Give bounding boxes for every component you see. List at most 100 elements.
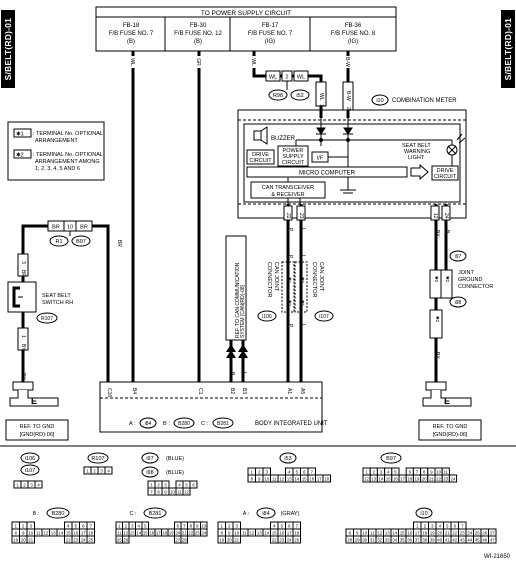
wire-4-pin: 2: [345, 107, 351, 110]
conn-b280-pin: 22: [66, 538, 71, 543]
conn-b280-prefix: B :: [33, 511, 40, 517]
conn-i10-pin: 9: [356, 531, 359, 536]
conn-b280-pin: 18: [88, 531, 93, 536]
conn-i97-note: (BLUE): [166, 456, 184, 462]
conn-b281-pin: 12: [123, 531, 128, 536]
note-1-line-1: : TERMINAL No. OPTIONAL: [33, 131, 103, 137]
fuse-2-supply: (B): [194, 39, 202, 45]
can-pin-22: 22: [285, 213, 291, 219]
conn-i106-pin: 1: [16, 483, 19, 488]
combination-meter: i10 COMBINATION METER BUZZER DRIVE CIRCU…: [237, 94, 467, 219]
ref-can-wire-l: L: [241, 372, 247, 375]
conn-i84-pin: 18: [294, 531, 299, 536]
conn-i84-pin: 9: [228, 531, 231, 536]
callout-i98: i98: [455, 300, 462, 306]
fuse-4-supply: (IG): [348, 39, 358, 45]
conn-i53-pin: 18: [324, 477, 329, 482]
joint-pin-k1-c: ✱1: [287, 300, 292, 307]
conn-b97-pin: 21: [429, 477, 434, 482]
conn-i84-pin: 19: [219, 538, 224, 543]
can-wire-p-3: P: [287, 324, 293, 328]
swl-l2: WARNING: [404, 149, 430, 155]
conn-i106-label: i106: [25, 456, 35, 462]
conn-b280-pin: 19: [13, 538, 18, 543]
conn-i97-pin: 3: [164, 483, 167, 488]
conn-i53-pin: 3: [266, 470, 269, 475]
joint-ground: 12 24 BY B i97 ✱2 ✱2 JOINT GROUND CONNEC…: [429, 204, 493, 382]
conn-i106-pin: 4: [37, 483, 40, 488]
can-joint-2-l2: CONNECTOR: [311, 262, 317, 297]
conn-i10-pin: 30: [362, 538, 367, 543]
conn-i97-pin: 5: [185, 483, 188, 488]
conn-b280-pin: 3: [30, 524, 33, 529]
fuse-1-name: F/B FUSE NO. 7: [109, 31, 154, 37]
interface-label: I/F: [317, 156, 324, 162]
conn-b97-pin: 23: [443, 477, 448, 482]
conn-b280-pin: 17: [81, 531, 86, 536]
note-2-line-1: : TERMINAL No. OPTIONAL: [33, 152, 103, 158]
conn-i10-label: i10: [420, 511, 427, 517]
conn-i10-pin: 16: [407, 531, 412, 536]
wire-3-pin-a: 2: [285, 75, 288, 81]
conn-i10-pin: 21: [445, 531, 450, 536]
conn-i53-pin: 7: [311, 470, 314, 475]
conn-i10-pin: 7: [461, 524, 464, 529]
conn-b280-pin: 24: [81, 538, 86, 543]
conn-i10-pin: 18: [422, 531, 427, 536]
conn-i10-pin: 25: [475, 531, 480, 536]
drive-circuit-1-l2: CIRCUIT: [249, 158, 272, 164]
conn-i84-pin: 3: [236, 524, 239, 529]
conn-i97-pin: 4: [178, 483, 181, 488]
conn-r107-label: R107: [91, 456, 104, 462]
conn-i84-note: (GRAY): [281, 511, 300, 517]
conn-i10-pin: 43: [460, 538, 465, 543]
callout-i84: i84: [145, 421, 152, 427]
conn-i10-pin: 8: [349, 531, 352, 536]
conn-b281-pin: 7: [183, 524, 186, 529]
conn-i53-pin: 9: [258, 477, 261, 482]
conn-b280-pin: 8: [15, 531, 18, 536]
biu-c-prefix: C :: [201, 421, 209, 427]
conn-b281-pin: 4: [138, 524, 141, 529]
biu-a-prefix: A :: [129, 421, 136, 427]
joint-pin-k1-b: ✱1: [300, 277, 305, 284]
ref-gnd-right-l1: REF. TO GND: [433, 424, 468, 430]
conn-b280-pin: 4: [67, 524, 70, 529]
ref-can-wire-b: B: [229, 372, 235, 376]
switch-pin-1: 1: [20, 335, 26, 338]
wire-3-color-b: WL: [269, 75, 277, 81]
conn-b280-pin: 2: [22, 524, 25, 529]
conn-b281-cell: [122, 535, 130, 544]
conn-i10-pin: 37: [415, 538, 420, 543]
can-wires: 22 23 P L ✱1 ✱1 ✱1 ✱1 P L P L CAN JOINT …: [257, 204, 334, 382]
conn-r107-pin: 2: [93, 469, 96, 474]
conn-b280-label: B280: [52, 511, 65, 517]
conn-i10-pin: 23: [460, 531, 465, 536]
conn-i53-pin: 11: [272, 477, 277, 482]
note-2-line-3: 1, 2, 3, 4, 5 AND 6: [35, 166, 80, 172]
conn-i97-pin: 12: [184, 490, 189, 495]
conn-i53-pin: 17: [317, 477, 322, 482]
conn-b280-pin: 6: [82, 524, 85, 529]
conn-i10-pin: 24: [467, 531, 472, 536]
biu-pin-c16: C16: [106, 388, 112, 397]
body-integrated-unit: C16 B4 C1 B2 B3 A1 A5 A : B : C : i84 B2…: [99, 381, 328, 433]
conn-b281-pin: 19: [169, 531, 174, 536]
conn-i97-pin: 7: [150, 490, 153, 495]
conn-b97-pin: 24: [451, 477, 456, 482]
conn-i97-pin: 2: [157, 483, 160, 488]
conn-b280-pin: 7: [90, 524, 93, 529]
conn-b97-pin: 22: [436, 477, 441, 482]
wire-fuse-4: B-W B-W 2: [342, 51, 354, 118]
callout-r98: R98: [273, 93, 283, 99]
conn-b281-pin: 8: [190, 524, 193, 529]
conn-b280-pin: 16: [73, 531, 78, 536]
conn-b281-pin: 24: [201, 531, 206, 536]
psu-l1: POWER: [283, 148, 304, 154]
conn-b281-cell: [180, 535, 188, 544]
conn-b280-pin: 9: [22, 531, 25, 536]
jg-pin-k2-c: ✱2: [435, 316, 440, 323]
micro-computer-label: MICRO COMPUTER: [299, 171, 356, 177]
conn-b97-pin: 18: [407, 477, 412, 482]
